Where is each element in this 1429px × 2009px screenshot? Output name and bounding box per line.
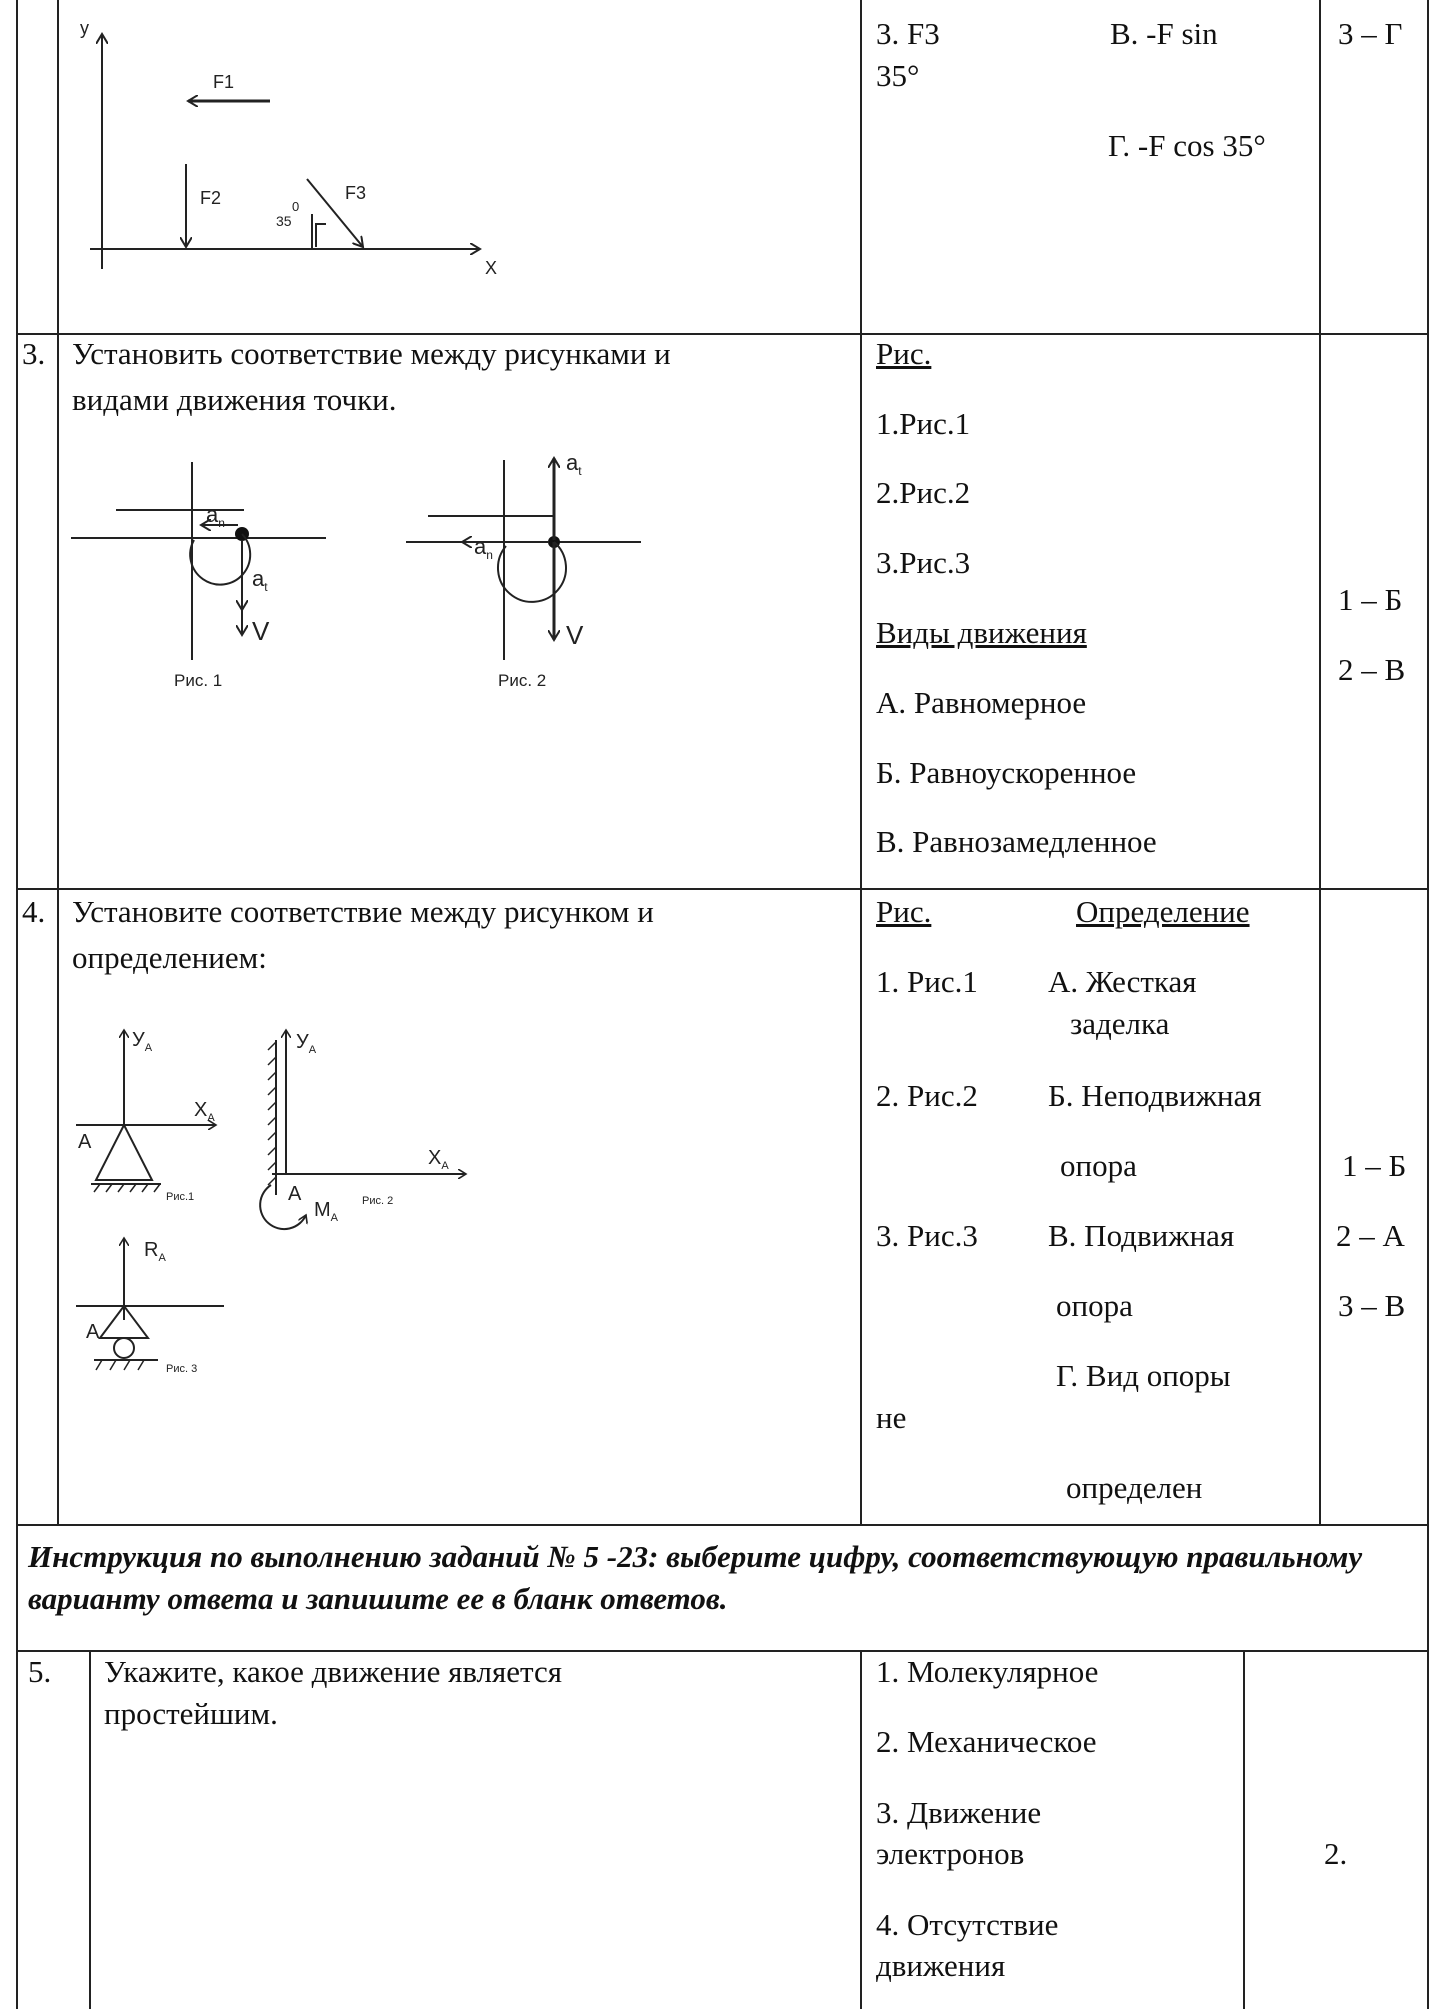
row5-option-4b: движения <box>876 1948 1006 1983</box>
row4-number: 4. <box>22 894 46 929</box>
row3-kinds-header: Виды движения <box>876 615 1087 650</box>
row5-option-1: 1. Молекулярное <box>876 1654 1099 1689</box>
row-divider-2 <box>16 888 1429 890</box>
row4-key-2: 2 – А <box>1336 1218 1405 1253</box>
angle-degree: 0 <box>292 199 299 214</box>
row5-option-2: 2. Механическое <box>876 1724 1097 1759</box>
fig2-caption: Рис. 2 <box>498 671 546 690</box>
svg-text:ХА: ХА <box>194 1099 215 1124</box>
row5-key: 2. <box>1324 1836 1348 1871</box>
svg-text:А: А <box>288 1183 302 1205</box>
svg-text:ХА: ХА <box>428 1147 449 1172</box>
row3-question-line2: видами движения точки. <box>72 382 397 417</box>
fig1-caption: Рис. 1 <box>174 671 222 690</box>
row4-fig2: 2. Рис.2 <box>876 1078 978 1113</box>
row5-number-divider <box>89 1650 91 2009</box>
top-key: 3 – Г <box>1338 16 1403 51</box>
row3-number: 3. <box>22 336 46 371</box>
row3-kind-a: А. Равномерное <box>876 685 1087 720</box>
row4-key-3: 3 – В <box>1338 1288 1406 1323</box>
row5-question-divider <box>860 1650 862 2009</box>
svg-text:УА: УА <box>296 1031 317 1056</box>
row5-number: 5. <box>28 1654 52 1689</box>
row3-key-1: 1 – Б <box>1338 582 1403 617</box>
f1-label: F1 <box>213 72 234 92</box>
row3-header-fig: Рис. <box>876 336 932 371</box>
row4-fig3: 3. Рис.3 <box>876 1218 978 1253</box>
instruction-left-border <box>16 1524 18 2009</box>
svg-text:Рис. 2: Рис. 2 <box>362 1195 393 1207</box>
motion-figures: an at V Рис. 1 at an V Рис. 2 <box>71 450 641 690</box>
top-answer-f3: 3. F3 <box>876 16 940 51</box>
fig1-v: V <box>252 616 270 646</box>
row-divider-4 <box>16 1650 1429 1652</box>
answer-col-divider <box>1319 0 1321 1524</box>
row3-kind-v: В. Равнозамедленное <box>876 824 1157 859</box>
angle-mark <box>315 223 326 247</box>
row4-def-g1: Г. Вид опоры <box>1056 1358 1231 1393</box>
angle-label: 35 <box>276 213 292 229</box>
x-axis-label: X <box>485 258 497 278</box>
top-answer-v-sin: В. -F sin <box>1110 16 1218 51</box>
row4-def-g2: не <box>876 1400 907 1435</box>
row4-key-1: 1 – Б <box>1342 1148 1407 1183</box>
row4-def-a2: заделка <box>1070 1006 1170 1041</box>
row4-header-def: Определение <box>1076 894 1250 929</box>
table-right-border <box>1427 0 1429 2009</box>
row5-question-line2: простейшим. <box>104 1696 278 1731</box>
y-axis-label: y <box>80 18 89 38</box>
row5-answer-divider <box>1243 1650 1245 2009</box>
top-answer-35: 35° <box>876 58 920 93</box>
row5-option-3b: электронов <box>876 1836 1025 1871</box>
fig2-at: at <box>566 450 582 478</box>
row4-def-v2: опора <box>1056 1288 1133 1323</box>
instruction-text: Инструкция по выполнению заданий № 5 -23… <box>28 1539 1363 1616</box>
svg-text:RА: RА <box>144 1239 166 1264</box>
row3-key-2: 2 – В <box>1338 652 1406 687</box>
row4-def-b1: Б. Неподвижная <box>1048 1078 1262 1113</box>
support-figures: УА ХА А Рис.1 УА ХА А МА Рис. 2 RА А Рис… <box>76 1020 486 1375</box>
fig2-v: V <box>566 620 584 650</box>
svg-text:УА: УА <box>132 1029 153 1054</box>
svg-text:А: А <box>86 1321 100 1343</box>
row3-question-line1: Установить соответствие между рисунками … <box>72 336 671 371</box>
row-divider-1 <box>16 333 1429 335</box>
row4-fig1: 1. Рис.1 <box>876 964 978 999</box>
fig2-an: an <box>474 534 493 562</box>
question-col-divider <box>860 0 862 1524</box>
f3-label: F3 <box>345 183 366 203</box>
row3-kind-b: Б. Равноускоренное <box>876 755 1137 790</box>
row4-question-line2: определением: <box>72 940 267 975</box>
svg-text:Рис. 3: Рис. 3 <box>166 1363 197 1375</box>
row4-def-v1: В. Подвижная <box>1048 1218 1235 1253</box>
table-left-border <box>16 0 18 1524</box>
row4-question-line1: Установите соответствие между рисунком и <box>72 894 654 929</box>
row5-question-line1: Укажите, какое движение является <box>104 1654 562 1689</box>
svg-text:А: А <box>78 1131 92 1153</box>
row3-option-3: 3.Рис.3 <box>876 545 971 580</box>
fig1-an: an <box>206 502 225 530</box>
row4-def-g3: определен <box>1066 1470 1203 1505</box>
row3-option-1: 1.Рис.1 <box>876 406 971 441</box>
fig1-at: at <box>252 566 268 594</box>
svg-text:МА: МА <box>314 1199 339 1224</box>
row4-header-fig: Рис. <box>876 894 932 929</box>
row4-def-a1: А. Жесткая <box>1048 964 1197 999</box>
number-col-divider <box>57 0 59 1524</box>
row4-def-b2: опора <box>1060 1148 1137 1183</box>
f3-arrow <box>306 178 363 247</box>
row-divider-3 <box>16 1524 1429 1526</box>
top-answer-g-cos: Г. -F cos 35° <box>1108 128 1266 163</box>
row5-option-3a: 3. Движение <box>876 1795 1042 1830</box>
row5-option-4a: 4. Отсутствие <box>876 1907 1059 1942</box>
f2-label: F2 <box>200 188 221 208</box>
force-diagram: y X F1 F2 F3 35 0 <box>80 18 497 278</box>
svg-text:Рис.1: Рис.1 <box>166 1191 194 1203</box>
row3-option-2: 2.Рис.2 <box>876 475 971 510</box>
